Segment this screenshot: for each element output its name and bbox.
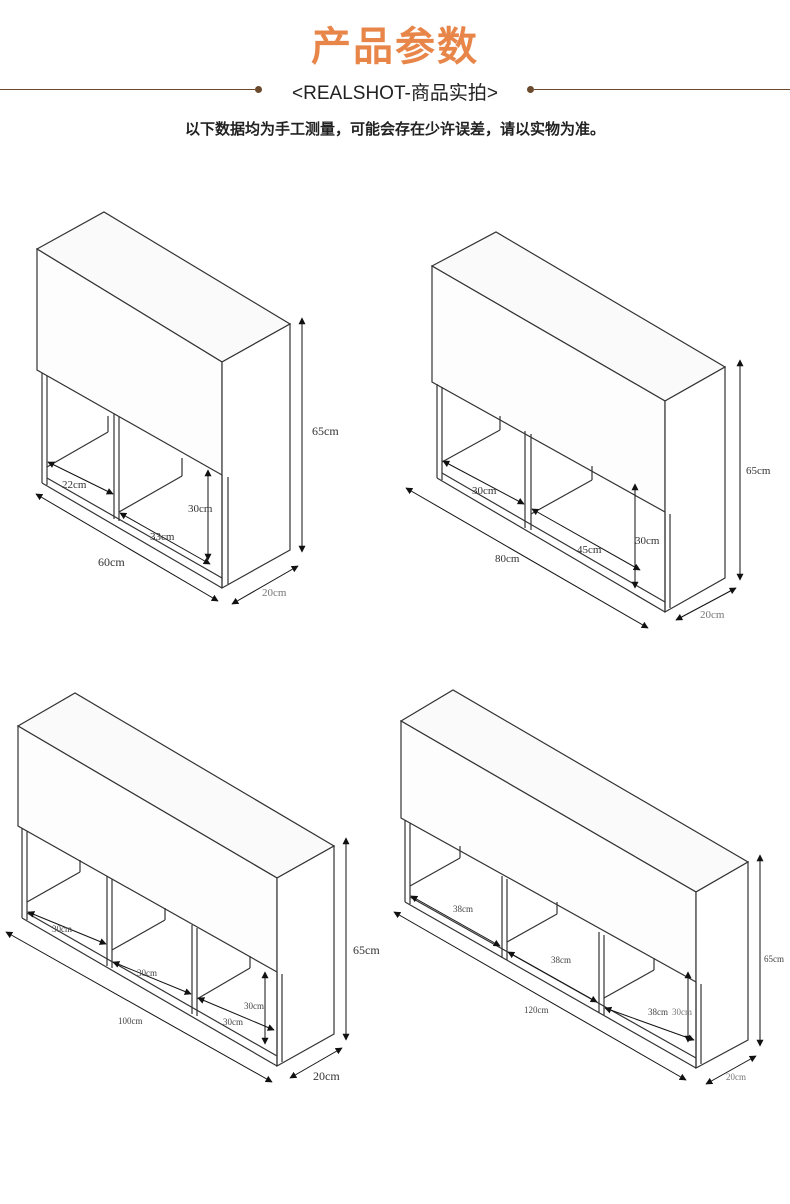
right-divider-line: [534, 89, 790, 90]
cabinet-80-labels: 65cm 80cm 20cm 30cm 45cm 30cm: [472, 465, 771, 621]
cabinet-100-width-label: 100cm: [118, 1016, 143, 1026]
cabinet-80-depth-label: 20cm: [700, 609, 725, 621]
cabinet-100-drawing: [16, 692, 336, 1068]
cabinet-80-drawing: [430, 231, 727, 614]
cabinet-60-inner-label-1: 22cm: [62, 479, 87, 491]
cabinet-60-labels: 65cm 60cm 20cm 22cm 33cm 30cm: [62, 424, 339, 599]
cabinet-60-width-label: 60cm: [98, 555, 125, 569]
cabinet-60-height-label: 65cm: [312, 424, 339, 438]
cabinet-100-inner-label-2: 30cm: [137, 968, 157, 978]
cabinet-60-inner-label-2: 33cm: [150, 531, 175, 543]
cabinet-60-dimensions: [35, 317, 306, 605]
cabinet-80-inner-label-1: 30cm: [472, 485, 497, 497]
cabinet-60-depth-label: 20cm: [262, 587, 287, 599]
cabinet-120-drawing: [399, 689, 750, 1070]
cabinet-100-inner-label-4: 30cm: [244, 1001, 264, 1011]
cabinet-120-height-label: 65cm: [764, 954, 784, 964]
cabinet-120-width-label: 120cm: [524, 1005, 549, 1015]
cabinet-120-labels: 65cm 120cm 20cm 38cm 38cm 38cm 30cm: [453, 904, 784, 1082]
cabinet-60-drawing: [35, 211, 292, 590]
cabinet-80-width-label: 80cm: [495, 553, 520, 565]
cabinet-100-inner-label-1: 30cm: [52, 924, 72, 934]
cabinet-120-depth-label: 20cm: [726, 1072, 746, 1082]
measurement-note: 以下数据均为手工测量，可能会存在少许误差，请以实物为准。: [184, 120, 605, 138]
page-header: 产品参数 <REALSHOT-商品实拍> 以下数据均为手工测量，可能会存在少许误…: [0, 0, 790, 150]
cabinet-100-labels: 65cm 100cm 20cm 30cm 30cm 30cm 30cm: [52, 924, 380, 1083]
cabinet-80-inner-label-2: 45cm: [577, 544, 602, 556]
cabinet-100-inner-label-3: 30cm: [223, 1017, 243, 1027]
cabinet-120-inner-label-1: 38cm: [453, 904, 473, 914]
left-divider-dot: [255, 86, 262, 93]
cabinet-100-height-label: 65cm: [353, 943, 380, 957]
cabinet-80-inner-label-3: 30cm: [635, 535, 660, 547]
section-subtitle: <REALSHOT-商品实拍>: [292, 83, 498, 104]
left-divider-line: [0, 89, 255, 90]
cabinet-60-inner-label-3: 30cm: [188, 503, 213, 515]
cabinet-80-dimensions: [405, 359, 744, 629]
page-title: 产品参数: [311, 24, 479, 70]
cabinet-80-height-label: 65cm: [746, 465, 771, 477]
cabinet-120-dimensions: [393, 854, 764, 1085]
cabinet-120-inner-label-4: 30cm: [672, 1007, 692, 1017]
cabinet-120-inner-label-2: 38cm: [551, 955, 571, 965]
right-divider-dot: [527, 86, 534, 93]
cabinet-100-dimensions: [5, 837, 350, 1083]
cabinet-120-inner-label-3: 38cm: [648, 1007, 668, 1017]
cabinet-100-depth-label: 20cm: [313, 1069, 340, 1083]
